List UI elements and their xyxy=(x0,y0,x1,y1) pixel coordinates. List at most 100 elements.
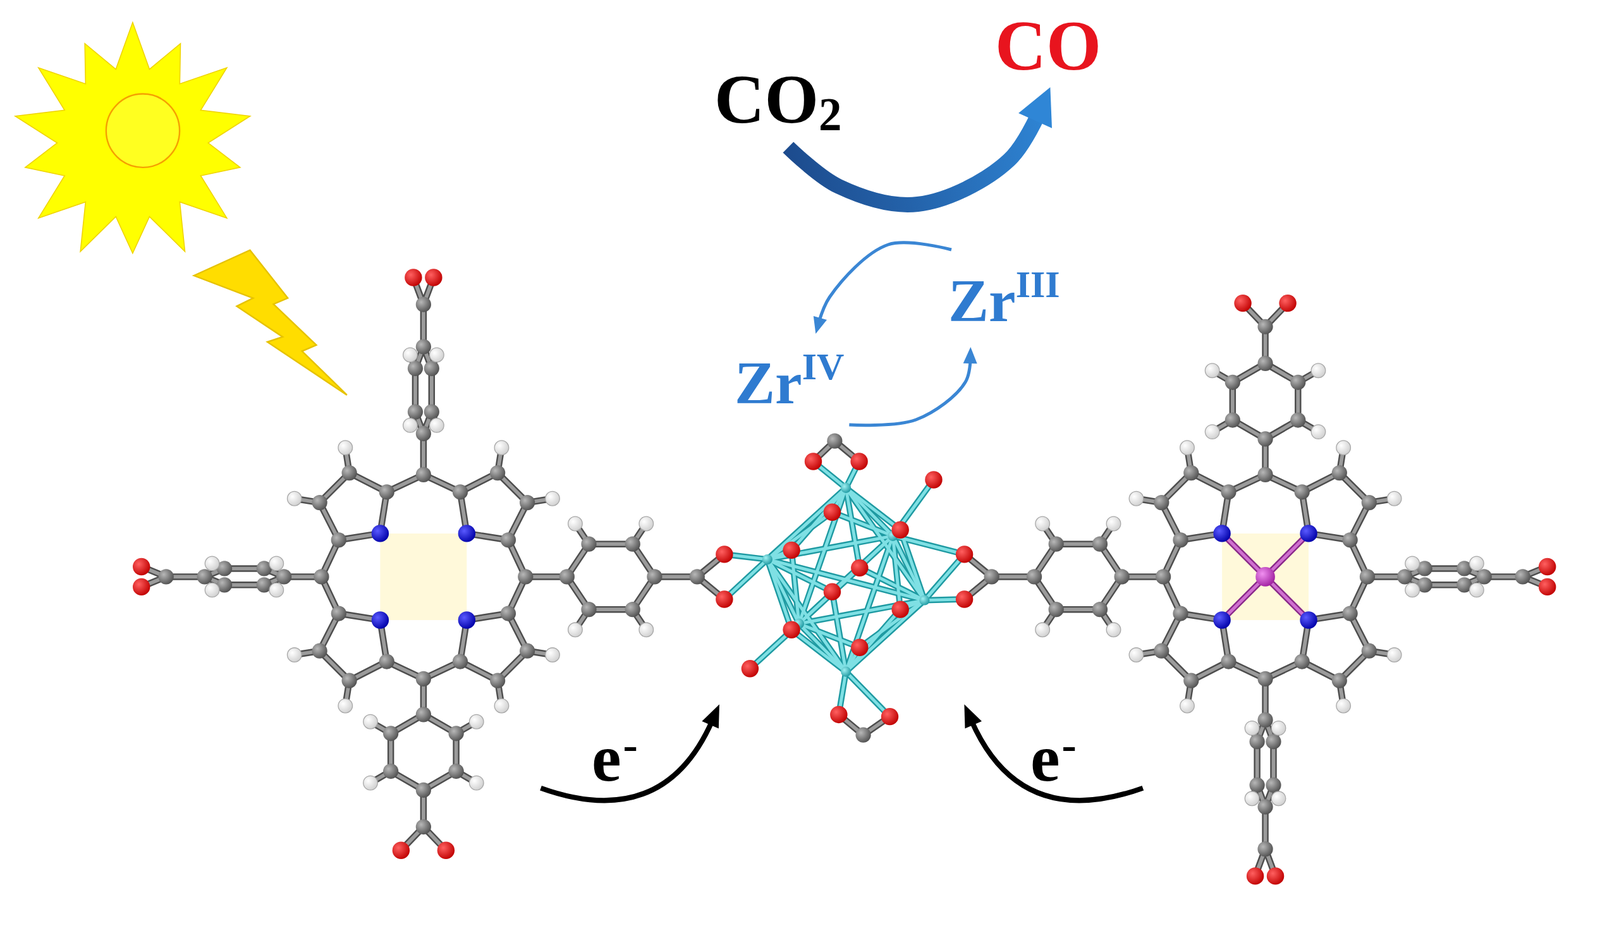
reaction-arrow xyxy=(848,347,977,426)
atom-sphere xyxy=(312,643,328,659)
atom-sphere xyxy=(1336,440,1351,456)
porphyrin-core xyxy=(379,533,1309,621)
atom-sphere xyxy=(132,578,150,596)
bond-stick xyxy=(845,488,901,530)
atom-sphere xyxy=(1476,568,1492,585)
atom-sphere xyxy=(924,470,942,489)
atom-sphere xyxy=(1257,319,1273,335)
atom-sphere xyxy=(855,727,871,743)
atom-sphere xyxy=(580,536,597,552)
atom-sphere xyxy=(407,360,423,377)
atom-sphere xyxy=(1213,524,1231,542)
bond-stick xyxy=(799,536,894,624)
atom-sphere xyxy=(269,556,284,571)
bond-stick xyxy=(859,600,925,648)
species-label: ZrIV xyxy=(734,352,844,414)
atom-sphere xyxy=(1342,532,1358,548)
atom-sphere xyxy=(363,775,379,791)
atom-sphere xyxy=(625,536,641,552)
atom-sphere xyxy=(639,516,654,532)
atom-sphere xyxy=(559,568,575,585)
atom-sphere xyxy=(1336,698,1351,714)
atom-sphere xyxy=(379,653,395,669)
bond-stick xyxy=(791,549,800,624)
atom-sphere xyxy=(1271,721,1286,736)
bond-stick xyxy=(831,591,846,672)
species-label: ZrIII xyxy=(948,270,1061,332)
atom-sphere xyxy=(287,491,302,506)
atom-sphere xyxy=(1271,791,1286,807)
atom-sphere xyxy=(1255,567,1276,587)
atom-sphere xyxy=(415,819,432,835)
atom-sphere xyxy=(568,516,583,532)
atom-sphere xyxy=(132,558,150,576)
bond-stick xyxy=(845,671,890,717)
connector-line xyxy=(815,242,952,334)
atom-sphere xyxy=(403,347,418,363)
atom-sphere xyxy=(1257,799,1273,815)
atom-sphere xyxy=(1386,647,1402,663)
atom-sphere xyxy=(1204,363,1220,379)
atom-sphere xyxy=(494,440,509,456)
sun-disc xyxy=(106,94,180,168)
atom-sphere xyxy=(823,582,841,600)
atom-sphere xyxy=(1266,867,1284,885)
bond-stick xyxy=(845,600,925,672)
bond-stick xyxy=(767,512,833,560)
atom-sphere xyxy=(371,611,389,629)
bond-stick xyxy=(767,536,894,560)
atom-sphere xyxy=(1299,524,1317,542)
atom-sphere xyxy=(415,297,432,313)
atom-sphere xyxy=(1405,556,1420,571)
atom-sphere xyxy=(1257,467,1273,483)
atom-sphere xyxy=(403,418,418,434)
atom-sphere xyxy=(392,841,410,859)
atom-sphere xyxy=(955,545,973,563)
atom-sphere xyxy=(1331,465,1348,481)
atom-sphere xyxy=(1294,653,1310,669)
atom-sphere xyxy=(204,582,220,598)
atom-sphere xyxy=(1386,491,1402,506)
atom-sphere xyxy=(1204,424,1220,440)
atom-sphere xyxy=(762,554,773,565)
script-text: 2 xyxy=(818,91,843,138)
connector-line xyxy=(848,347,971,426)
atom-sphere xyxy=(1294,484,1310,500)
atom-sphere xyxy=(313,568,329,585)
atom-sphere xyxy=(379,484,395,500)
atom-sphere xyxy=(1405,582,1420,598)
connector-line xyxy=(788,87,1051,205)
bond-stick xyxy=(791,629,846,672)
atom-sphere xyxy=(197,568,213,585)
atom-sphere xyxy=(1397,568,1413,585)
atom-sphere xyxy=(338,440,353,456)
bond-stick xyxy=(767,559,792,630)
atom-sphere xyxy=(1092,601,1108,617)
formula-text: Zr xyxy=(948,270,1016,332)
formula-text: CO xyxy=(995,10,1102,81)
bond-stick xyxy=(791,629,846,672)
atom-sphere xyxy=(1183,673,1199,689)
atom-sphere xyxy=(881,708,899,726)
atom-sphere xyxy=(363,714,379,729)
atom-sphere xyxy=(1538,578,1556,596)
atom-sphere xyxy=(429,418,445,434)
atom-sphere xyxy=(1359,568,1375,585)
atom-sphere xyxy=(804,452,822,470)
atom-sphere xyxy=(1361,494,1377,511)
atom-sphere xyxy=(458,611,476,629)
script-text: III xyxy=(1015,265,1061,304)
atom-sphere xyxy=(312,494,328,511)
atom-sphere xyxy=(341,465,358,481)
atom-sphere xyxy=(891,520,909,538)
atom-sphere xyxy=(1183,465,1199,481)
electron-label: - xyxy=(623,723,638,768)
electron-label: e xyxy=(1030,725,1061,792)
atom-sphere xyxy=(1257,355,1273,372)
species-label: CO xyxy=(995,10,1102,81)
atom-sphere xyxy=(489,465,506,481)
atom-sphere xyxy=(452,653,468,669)
atom-sphere xyxy=(404,268,422,286)
atom-sphere xyxy=(1331,673,1348,689)
atom-sphere xyxy=(415,706,432,722)
